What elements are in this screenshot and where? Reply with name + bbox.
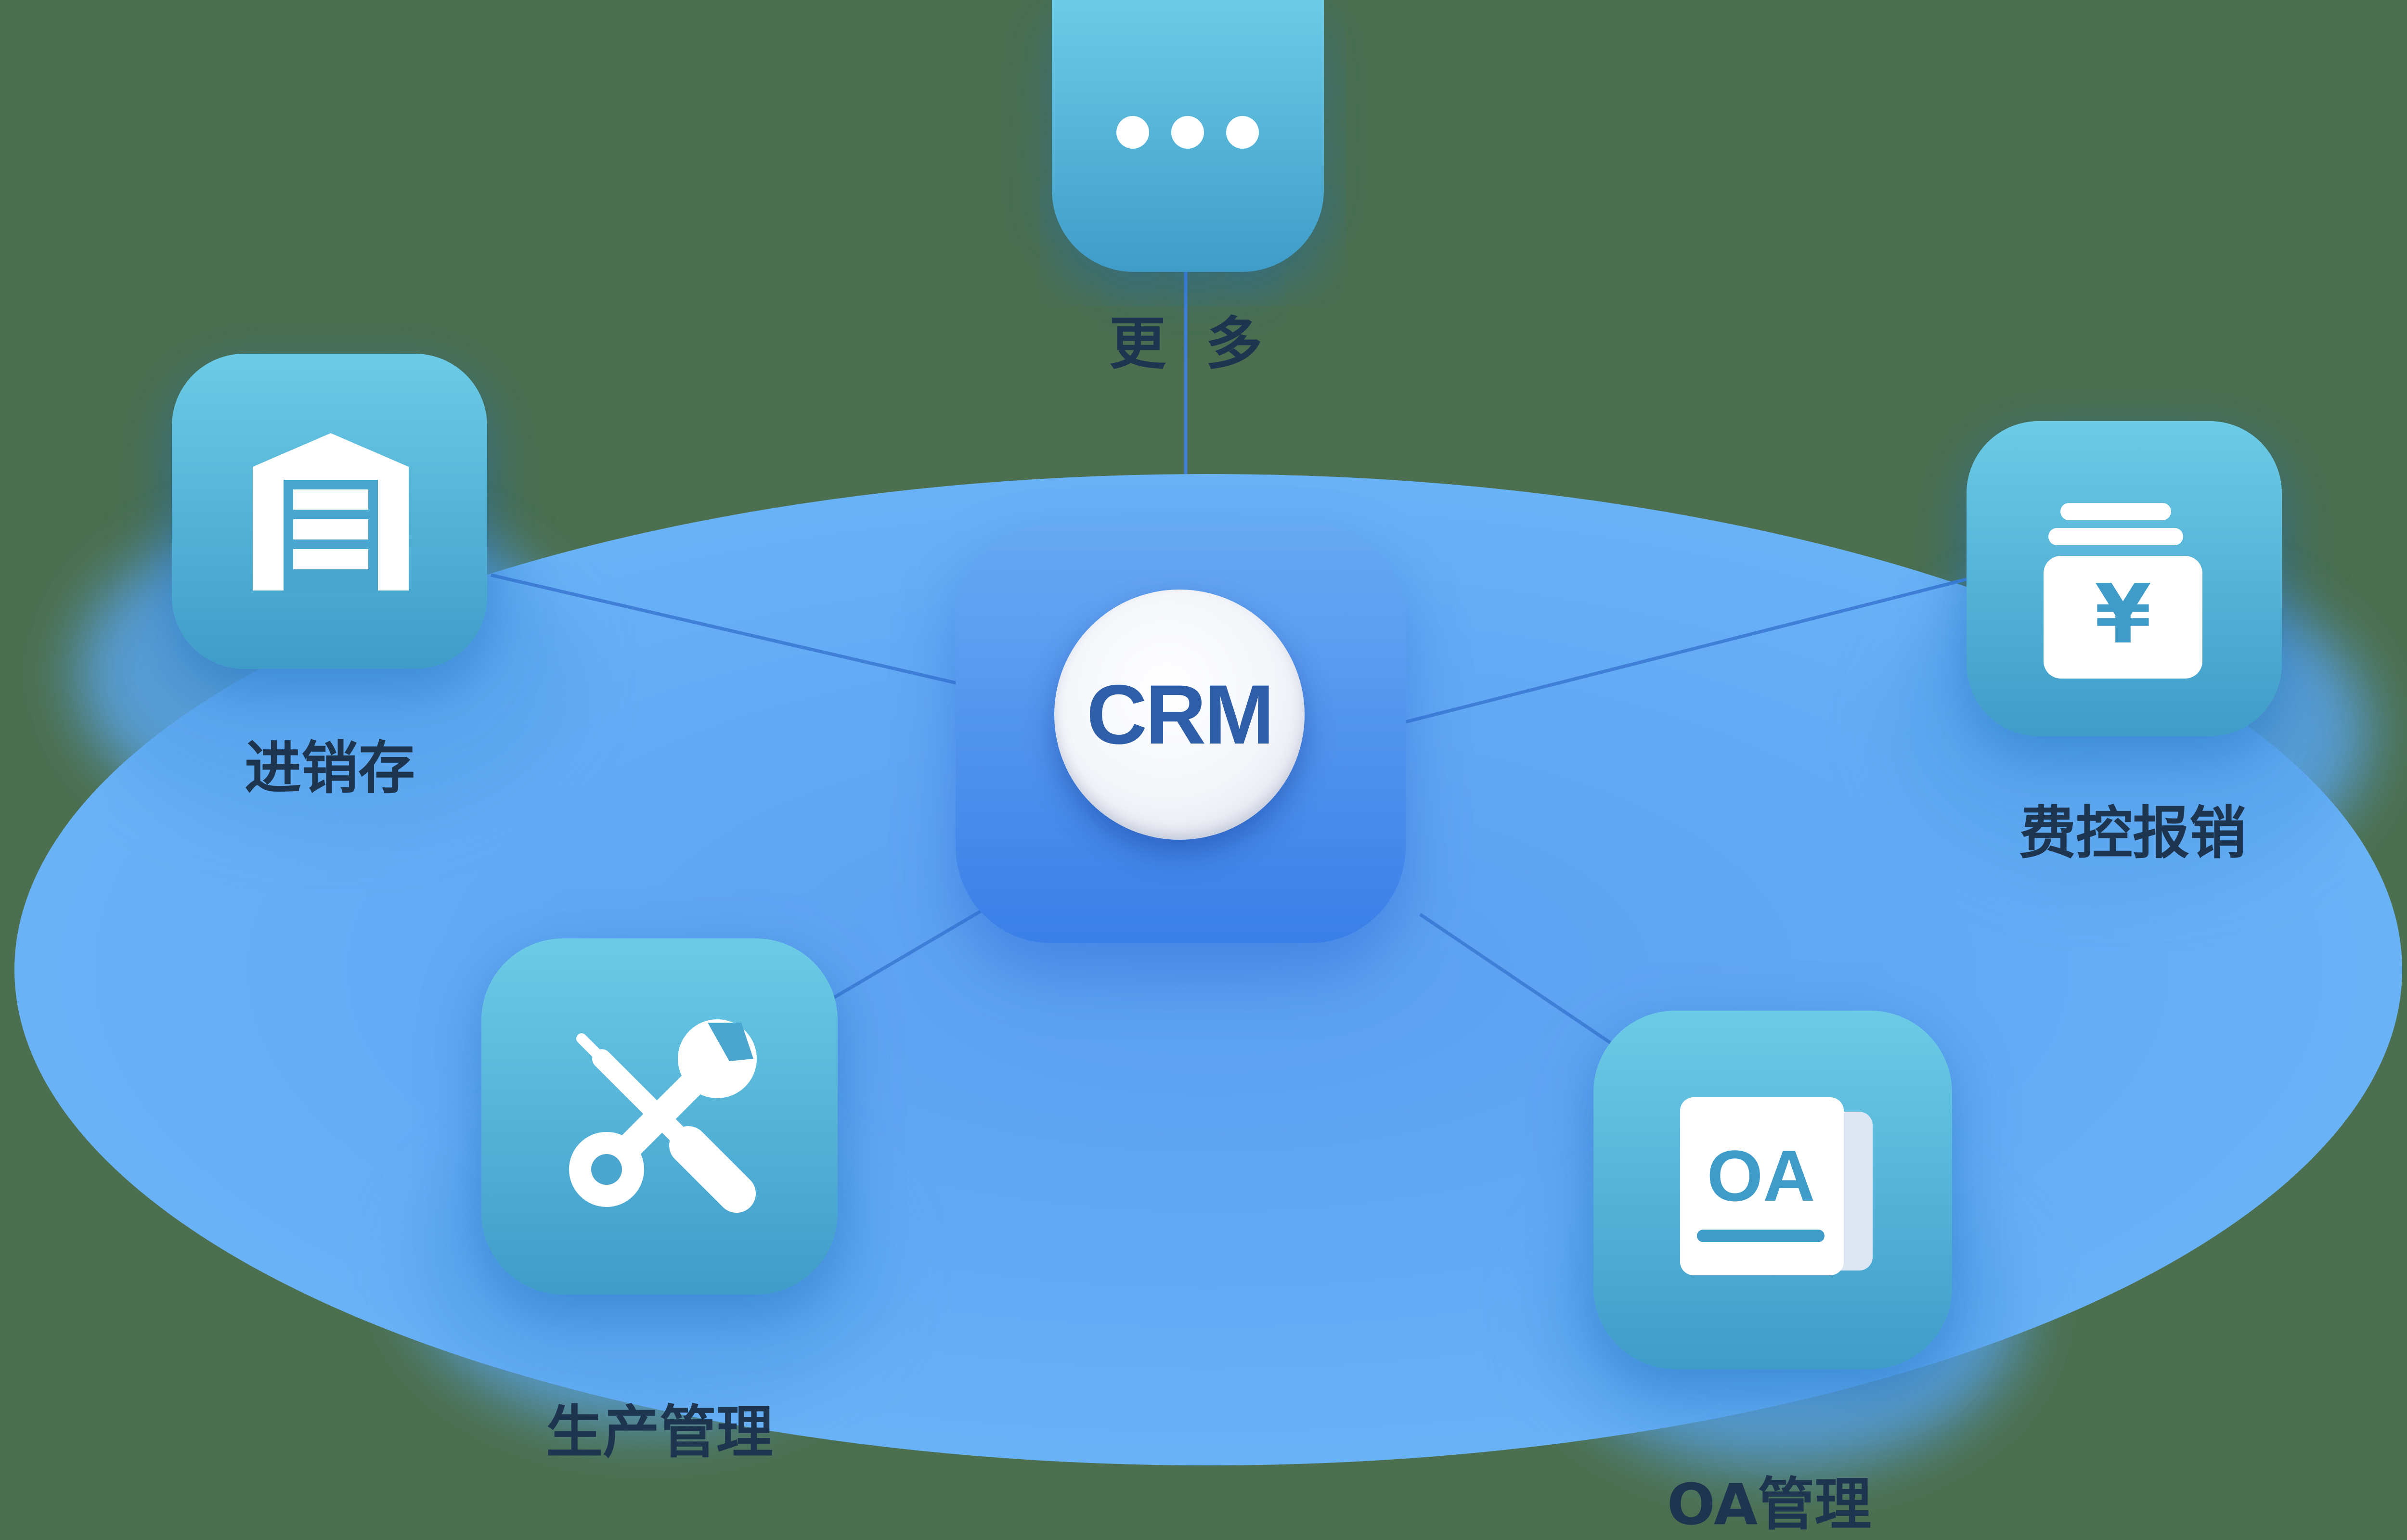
inventory-label: 进销存 [244, 735, 415, 801]
yen-wallet-icon: ¥ [2044, 503, 2202, 679]
connector-expense [1405, 576, 1974, 724]
svg-text:¥: ¥ [2095, 567, 2151, 662]
oa-badge-text: OA [1707, 1135, 1815, 1216]
wrench-screwdriver-icon [569, 1019, 757, 1213]
more-label: 更 多 [1109, 310, 1263, 377]
more-dots-icon [1116, 116, 1259, 149]
oa-label: OA管理 [1667, 1471, 1872, 1538]
connector-inventory [491, 573, 958, 685]
crm-badge[interactable]: CRM [1054, 590, 1305, 840]
more-tile[interactable] [1052, 0, 1324, 272]
expense-label: 费控报销 [2019, 800, 2247, 866]
production-tile[interactable] [481, 938, 838, 1295]
crm-label: CRM [1086, 667, 1275, 762]
warehouse-icon [253, 433, 409, 590]
oa-document-icon: OA [1680, 1097, 1873, 1275]
production-label: 生产管理 [545, 1399, 774, 1465]
connector-oa [1419, 913, 1614, 1046]
inventory-tile[interactable] [172, 354, 487, 669]
oa-tile[interactable]: OA [1593, 1011, 1952, 1369]
connector-lines [491, 270, 1974, 1046]
expense-tile[interactable]: ¥ [1967, 421, 2282, 736]
connector-production [827, 903, 993, 1003]
